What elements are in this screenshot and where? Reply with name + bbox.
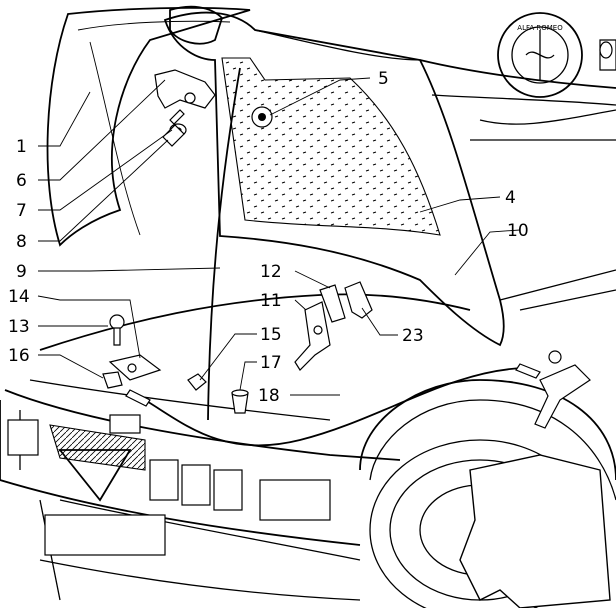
callout-23: 23 bbox=[402, 326, 424, 346]
screw bbox=[109, 314, 125, 346]
release-cable bbox=[125, 363, 541, 447]
callout-7: 7 bbox=[16, 201, 27, 221]
bump-stop bbox=[231, 389, 249, 414]
small-bracket bbox=[319, 284, 346, 323]
callout-11: 11 bbox=[260, 291, 282, 311]
clip bbox=[102, 371, 123, 389]
callout-14: 14 bbox=[8, 287, 30, 307]
callout-1: 1 bbox=[16, 137, 27, 157]
hinge-bracket bbox=[154, 69, 216, 109]
callout-6: 6 bbox=[16, 171, 27, 191]
car-body bbox=[0, 59, 616, 601]
windshield bbox=[46, 7, 251, 247]
callout-17: 17 bbox=[260, 353, 282, 373]
callout-numbers: 1 6 7 8 9 14 13 16 5 4 10 12 11 23 15 17… bbox=[8, 69, 529, 406]
grommet bbox=[251, 106, 273, 128]
leader-lines bbox=[37, 77, 521, 396]
alfa-romeo-badge: ALFA ROMEO bbox=[497, 12, 616, 98]
callout-4: 4 bbox=[505, 188, 516, 208]
hood bbox=[163, 5, 505, 421]
latch-plate bbox=[344, 281, 373, 319]
callout-16: 16 bbox=[8, 346, 30, 366]
callout-15: 15 bbox=[260, 325, 282, 345]
callout-8: 8 bbox=[16, 232, 27, 252]
release-lever bbox=[534, 350, 591, 429]
badge-text: ALFA ROMEO bbox=[517, 24, 563, 32]
callout-9: 9 bbox=[16, 262, 27, 282]
hood-latch bbox=[294, 301, 331, 371]
lock-plate bbox=[108, 354, 162, 381]
wheel bbox=[359, 379, 616, 608]
callout-5: 5 bbox=[378, 69, 389, 89]
callout-12: 12 bbox=[260, 262, 282, 282]
callout-13: 13 bbox=[8, 317, 30, 337]
callout-18: 18 bbox=[258, 386, 280, 406]
bolt bbox=[162, 109, 185, 147]
callout-10: 10 bbox=[507, 221, 529, 241]
